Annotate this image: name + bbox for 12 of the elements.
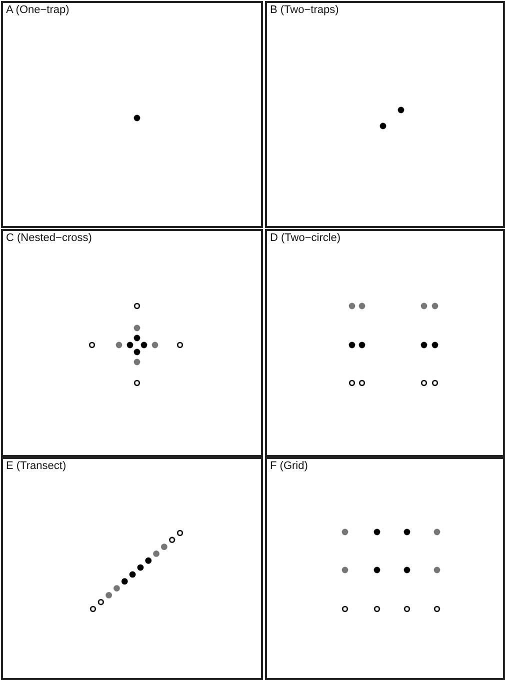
panel-heading: C (Nested−cross) [6, 232, 92, 244]
plot-panel [1, 229, 263, 457]
plot-panel [1, 1, 263, 228]
plot-panel [265, 457, 505, 680]
panel-heading: A (One−trap) [6, 4, 70, 16]
panel-heading: F (Grid) [270, 460, 308, 472]
plot-panel [1, 457, 263, 680]
plot-panel [265, 229, 505, 457]
panel-heading: D (Two−circle) [270, 232, 341, 244]
plot-panel [265, 1, 505, 228]
panel-heading: B (Two−traps) [270, 4, 339, 16]
panel-heading: E (Transect) [6, 460, 66, 472]
